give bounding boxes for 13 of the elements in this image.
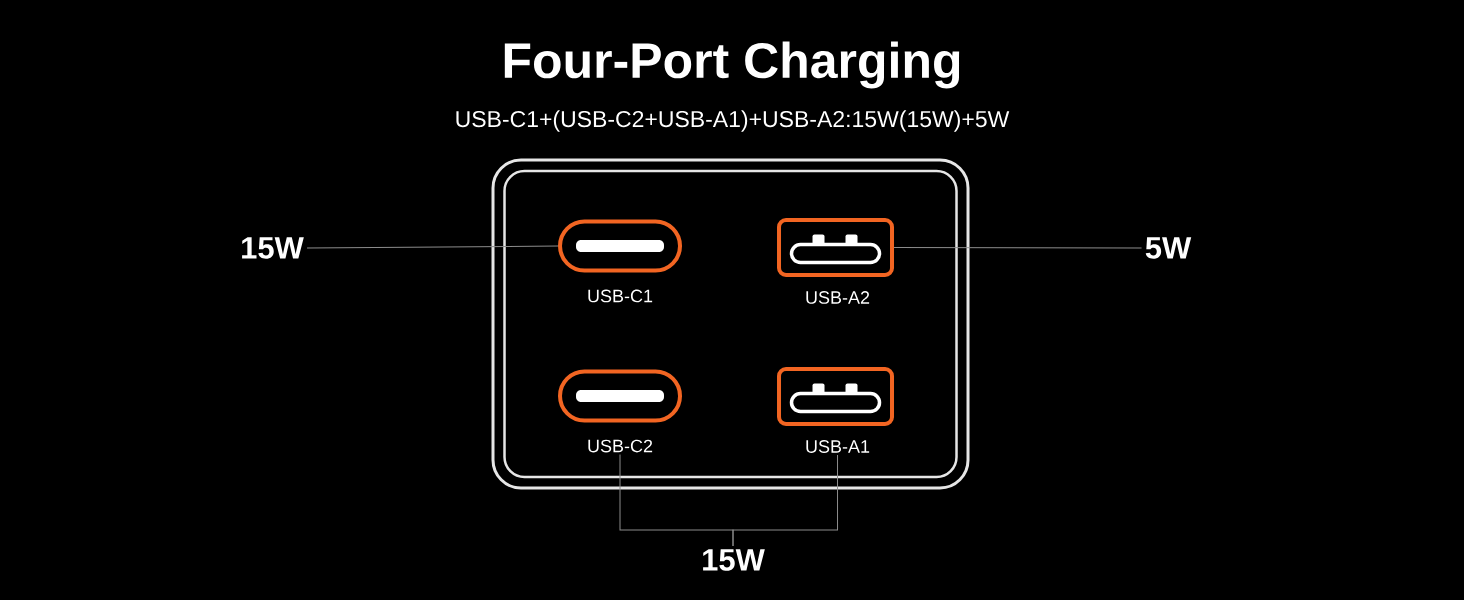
wattage-label: 5W: [1145, 237, 1192, 259]
charger-drawing: [491, 158, 970, 490]
port-label: USB-A2: [806, 291, 870, 304]
leader-line: [893, 247, 1143, 249]
subtitle: USB-C1+(USB-C2+USB-A1)+USB-A2:15W(15W)+5W: [456, 110, 1010, 132]
leader-line: [306, 245, 559, 249]
port-label: USB-C2: [588, 439, 653, 453]
wattage-label: 15W: [242, 237, 304, 259]
title: Four-Port Charging: [504, 41, 960, 89]
leader-line: [732, 454, 838, 547]
wattage-label: 15W: [703, 549, 765, 571]
port-label: USB-A1: [806, 440, 870, 453]
port-label: USB-C1: [588, 289, 653, 303]
